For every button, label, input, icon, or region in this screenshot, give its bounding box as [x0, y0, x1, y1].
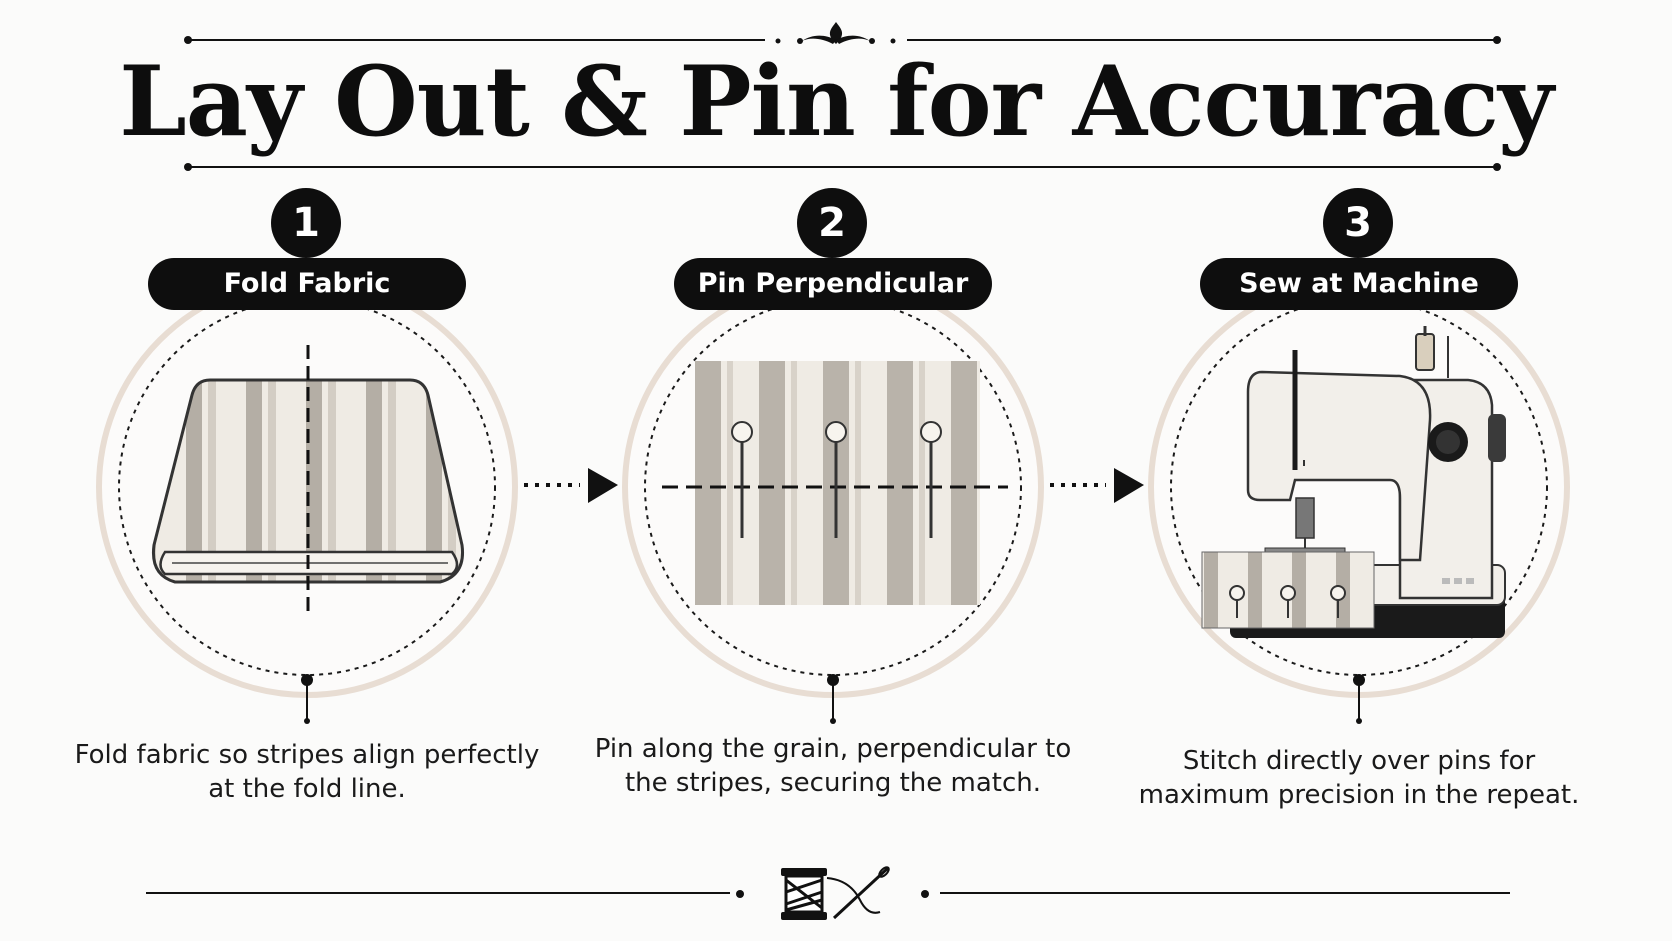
- step-1-label: Fold Fabric: [148, 258, 466, 310]
- sewing-pin-icon: [1330, 585, 1346, 618]
- sewing-pin-icon: [920, 421, 942, 538]
- thread-spool-icon: [781, 868, 827, 920]
- step-2-label: Pin Perpendicular: [674, 258, 992, 310]
- page-title: Lay Out & Pin for Accuracy: [119, 45, 1554, 158]
- step-3-illustration: [1148, 276, 1570, 724]
- sewing-pin-icon: [825, 421, 847, 538]
- header-top-rule: [184, 36, 1501, 44]
- header-bottom-rule: [184, 163, 1501, 171]
- arrow-right-icon: [1050, 468, 1144, 503]
- needle-icon: [826, 866, 890, 920]
- step-2-caption: Pin along the grain, perpendicular to th…: [594, 734, 1072, 798]
- step-3-label: Sew at Machine: [1200, 258, 1518, 310]
- sewing-pin-icon: [1229, 585, 1245, 618]
- fleuron-ornament-icon: [797, 22, 875, 44]
- sewing-pin-icon: [731, 421, 753, 538]
- arrow-right-icon: [524, 468, 618, 503]
- step-1-illustration: [96, 276, 518, 724]
- sewing-pin-icon: [1280, 585, 1296, 618]
- step-3-number-badge: 3: [1323, 188, 1393, 258]
- footer-rule: [146, 890, 1510, 898]
- step-1-number-badge: 1: [271, 188, 341, 258]
- step-1-caption: Fold fabric so stripes align perfectly a…: [74, 740, 540, 804]
- step-3-caption: Stitch directly over pins for maximum pr…: [1138, 746, 1580, 810]
- step-2-illustration: [622, 276, 1044, 724]
- step-2-number-badge: 2: [797, 188, 867, 258]
